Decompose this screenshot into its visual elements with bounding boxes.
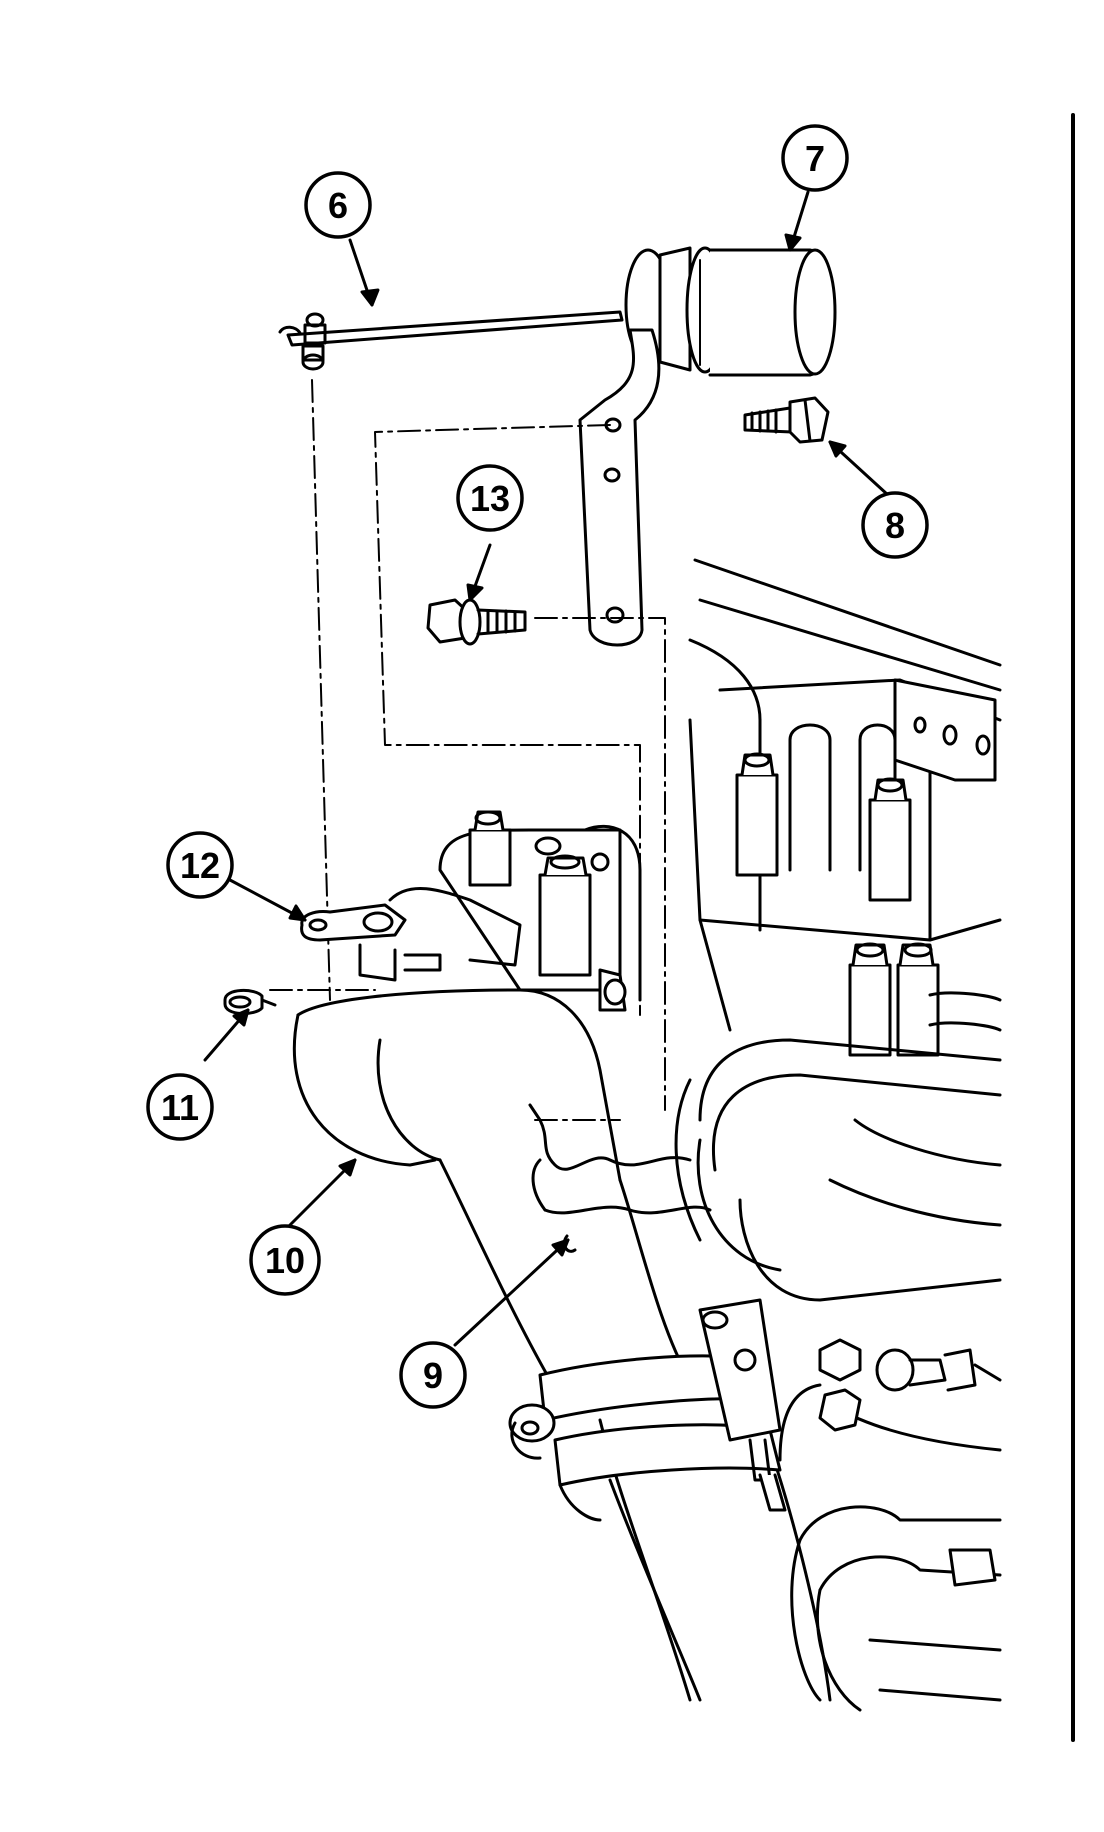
callout-8-label: 8 bbox=[885, 505, 905, 546]
callout-13: 13 bbox=[456, 464, 524, 532]
leader-lines bbox=[203, 190, 890, 1347]
actuator-bracket bbox=[578, 328, 661, 647]
gasket-break bbox=[528, 1103, 712, 1253]
callout-8: 8 bbox=[861, 491, 929, 559]
stud bbox=[896, 942, 940, 1057]
fuel-line bbox=[928, 991, 1002, 1032]
bolt-8 bbox=[743, 396, 830, 444]
callout-7: 7 bbox=[781, 124, 849, 192]
callout-13-label: 13 bbox=[470, 478, 510, 519]
callout-7-label: 7 bbox=[805, 138, 825, 179]
actuator-canister bbox=[624, 246, 837, 377]
alignment-lines bbox=[269, 379, 666, 1121]
cylinder-head-studs bbox=[735, 752, 1002, 1057]
callout-6: 6 bbox=[304, 171, 372, 239]
callout-11: 11 bbox=[146, 1073, 214, 1141]
stud bbox=[868, 777, 912, 902]
callout-10: 10 bbox=[249, 1224, 321, 1296]
stud bbox=[848, 942, 892, 1057]
stud bbox=[735, 752, 779, 877]
callout-9-label: 9 bbox=[423, 1355, 443, 1396]
lower-fittings bbox=[778, 1338, 1002, 1462]
clip-11 bbox=[223, 989, 277, 1015]
throttle-rod bbox=[278, 310, 624, 371]
bolt-13 bbox=[426, 598, 527, 646]
wastegate-housing bbox=[438, 810, 642, 1012]
pipe-clamp bbox=[508, 1298, 787, 1522]
callout-11-label: 11 bbox=[161, 1087, 199, 1128]
callout-9: 9 bbox=[399, 1341, 467, 1409]
callout-10-label: 10 bbox=[265, 1240, 305, 1281]
callout-6-label: 6 bbox=[328, 185, 348, 226]
callout-12-label: 12 bbox=[180, 845, 220, 886]
lower-pipe bbox=[790, 1505, 1002, 1712]
callout-12: 12 bbox=[166, 831, 234, 899]
lever-12 bbox=[300, 886, 522, 982]
exhaust-manifold bbox=[674, 1038, 1002, 1302]
leader-9 bbox=[453, 1238, 570, 1347]
